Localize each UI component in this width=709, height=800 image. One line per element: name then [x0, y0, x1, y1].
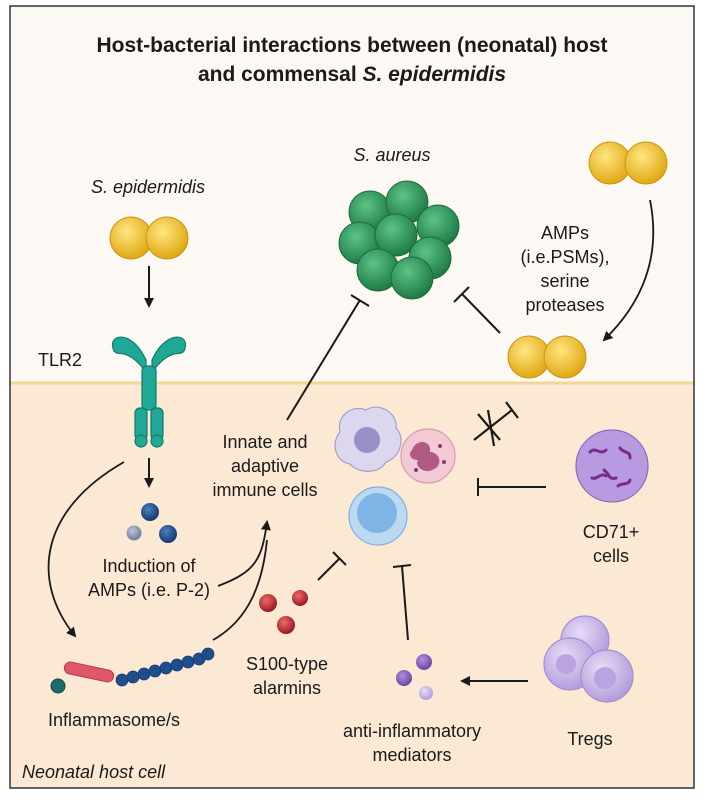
arrow-amps-to-immune-cells	[217, 520, 271, 587]
inflammasome-icon	[50, 647, 215, 694]
cd71-label-line2: cells	[593, 546, 629, 566]
amps-label-line4: proteases	[525, 295, 604, 315]
background-extracellular	[10, 6, 694, 383]
tlr2-label: TLR2	[38, 350, 82, 370]
s-epidermidis-bacteria-icon	[109, 216, 189, 260]
amps-label-line2: (i.e.PSMs),	[520, 247, 609, 267]
title-line1: Host-bacterial interactions between (neo…	[96, 34, 607, 57]
blocked-inhibition-symbol	[473, 401, 519, 447]
macrophage-cell-icon	[334, 406, 402, 472]
immune-label-line2: adaptive	[231, 456, 299, 476]
granulocyte-cell-icon	[400, 428, 456, 484]
immune-label-line3: immune cells	[212, 480, 317, 500]
antiinflam-label-line1: anti-inflammatory	[343, 721, 481, 741]
amps-label-line1: AMPs	[541, 223, 589, 243]
mediators-icon	[396, 654, 433, 700]
arrow-upper-bacteria-to-surface	[602, 199, 655, 342]
s100-alarmins-icon	[259, 590, 308, 634]
s-epidermidis-upper-icon	[588, 141, 668, 185]
title-line2-italic: S. epidermidis	[363, 63, 507, 86]
lymphocyte-cell-icon	[348, 486, 408, 546]
cd71-label-line1: CD71+	[583, 522, 640, 542]
inhibition-immune-to-aureus	[286, 294, 370, 421]
immune-label-line1: Innate and	[222, 432, 307, 452]
amp-molecules-icon	[126, 503, 177, 543]
s100-label-line1: S100-type	[246, 654, 328, 674]
arrow-inflammasome-to-immune-cells	[212, 539, 268, 641]
inhibition-bacteria-to-aureus	[453, 286, 501, 334]
amps-label-line3: serine	[540, 271, 589, 291]
arrow-tlr2-to-inflammasome	[47, 461, 125, 638]
inhibition-alarmins-to-immune	[317, 551, 347, 581]
s-aureus-bacteria-icon	[338, 180, 460, 300]
s-epidermidis-surface-icon	[507, 335, 587, 379]
tlr2-receptor-icon	[111, 336, 187, 448]
title-line2: and commensal S. epidermidis	[198, 63, 506, 86]
cd71-cell-icon	[575, 429, 649, 503]
tregs-label: Tregs	[567, 729, 612, 749]
inhibition-cd71-to-immune	[477, 478, 546, 496]
s-epidermidis-label: S. epidermidis	[91, 177, 205, 197]
induction-label-line2: AMPs (i.e. P-2)	[88, 580, 210, 600]
antiinflam-label-line2: mediators	[372, 745, 451, 765]
s100-label-line2: alarmins	[253, 678, 321, 698]
induction-label-line1: Induction of	[102, 556, 196, 576]
host-cell-label: Neonatal host cell	[22, 762, 166, 782]
s-aureus-label: S. aureus	[353, 145, 430, 165]
tregs-cell-icon	[543, 615, 634, 703]
title-line2-prefix: and commensal	[198, 63, 363, 86]
inflammasome-label: Inflammasome/s	[48, 710, 180, 730]
inhibition-mediators-to-immune	[392, 564, 412, 641]
figure-border	[9, 5, 695, 789]
